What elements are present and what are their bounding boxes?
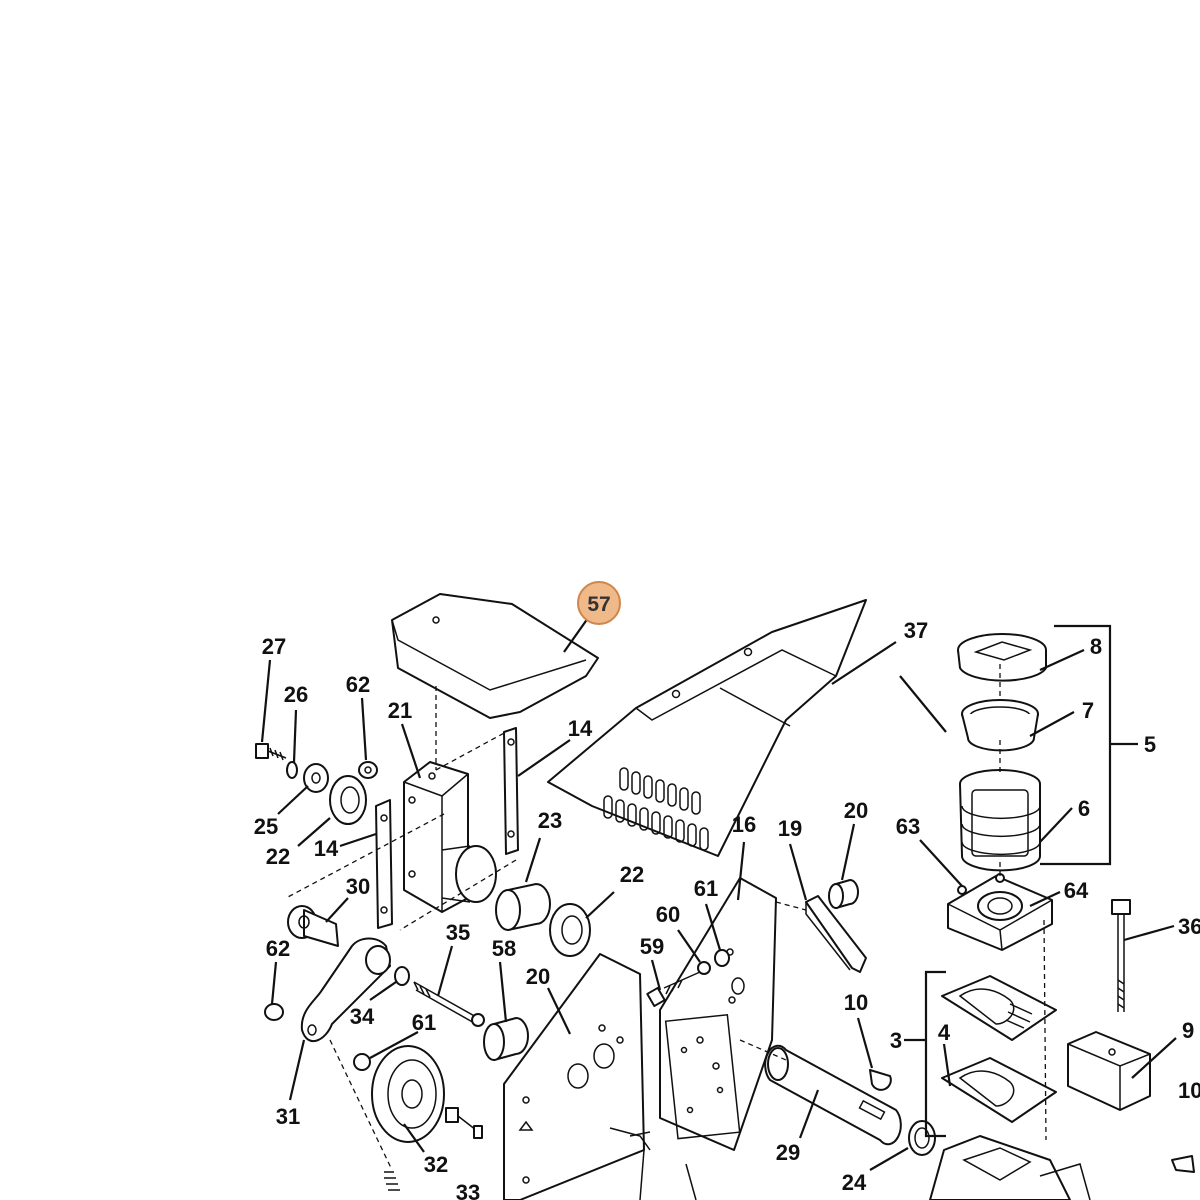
- part-shaft-35: [413, 981, 485, 1027]
- callout-29[interactable]: 29: [776, 1140, 800, 1165]
- part-cap-8: [957, 633, 1047, 682]
- callout-58[interactable]: 58: [492, 936, 516, 961]
- callout-10-left[interactable]: 10: [844, 990, 868, 1015]
- callout-8[interactable]: 8: [1090, 634, 1102, 659]
- callout-27[interactable]: 27: [262, 634, 286, 659]
- part-side-plate-left: [503, 953, 651, 1200]
- callout-57-highlight-circle: [577, 581, 621, 625]
- part-spacer-20-top: [828, 879, 859, 909]
- callout-36[interactable]: 36: [1178, 914, 1200, 939]
- part-housing-6: [959, 769, 1041, 872]
- assembly-bracket-5: [1040, 624, 1138, 866]
- part-bracket-19: [805, 895, 867, 973]
- callout-60[interactable]: 60: [656, 902, 680, 927]
- part-bolt-59: [646, 971, 701, 1008]
- callout-57-highlighted[interactable]: 57: [577, 581, 621, 625]
- part-arm-pivot-30: [287, 905, 339, 947]
- assembly-bracket-3: [904, 970, 946, 1138]
- part-gearbox-base: [929, 1135, 1091, 1200]
- part-gearbox-top-64: [947, 873, 1053, 951]
- callout-10-right[interactable]: 10: [1178, 1078, 1200, 1103]
- callout-9[interactable]: 9: [1182, 1018, 1194, 1043]
- part-gasket-lower: [941, 1057, 1057, 1123]
- callout-30[interactable]: 30: [346, 874, 370, 899]
- callout-23[interactable]: 23: [538, 808, 562, 833]
- callout-3[interactable]: 3: [890, 1028, 902, 1053]
- callout-31[interactable]: 31: [276, 1104, 300, 1129]
- callout-7[interactable]: 7: [1082, 698, 1094, 723]
- callout-21[interactable]: 21: [388, 698, 412, 723]
- callout-26[interactable]: 26: [284, 682, 308, 707]
- shield-vent-slots: [603, 767, 709, 851]
- part-bolt-36: [1111, 899, 1131, 1012]
- assembly-lines: [285, 664, 1047, 1171]
- callout-14-right[interactable]: 14: [568, 716, 593, 741]
- part-bushing-23: [495, 883, 551, 931]
- callout-61-right[interactable]: 61: [694, 876, 718, 901]
- part-washer-62-top: [358, 761, 378, 779]
- part-bolt-lower: [629, 1131, 697, 1200]
- callout-19[interactable]: 19: [778, 816, 802, 841]
- callout-64[interactable]: 64: [1064, 878, 1089, 903]
- callout-14-left[interactable]: 14: [314, 836, 339, 861]
- part-spacer-bar-left: [375, 799, 393, 929]
- part-bearing-22-left: [329, 775, 367, 825]
- part-shaft-29: [764, 1044, 902, 1146]
- callout-22-right[interactable]: 22: [620, 862, 644, 887]
- callout-34[interactable]: 34: [350, 1004, 375, 1029]
- part-nut-60: [697, 961, 711, 975]
- part-washer-61: [714, 949, 730, 967]
- part-key-10-right: [1171, 1155, 1195, 1173]
- part-bolt-27: [255, 743, 287, 761]
- callout-numbers: 27 26 62 21 14 25 22 14 23 30 62 34 35 5…: [254, 618, 1200, 1200]
- callout-22-left[interactable]: 22: [266, 844, 290, 869]
- callout-61-left[interactable]: 61: [412, 1010, 436, 1035]
- part-pulley-32: [353, 1045, 445, 1143]
- part-washer-62-low: [264, 1003, 284, 1021]
- part-spacer-bar-right: [503, 727, 519, 855]
- part-gasket-upper: [941, 975, 1057, 1041]
- callout-63[interactable]: 63: [896, 814, 920, 839]
- callout-24[interactable]: 24: [842, 1170, 867, 1195]
- callout-57-label: 57: [587, 593, 610, 616]
- callout-62-top[interactable]: 62: [346, 672, 370, 697]
- callout-25[interactable]: 25: [254, 814, 278, 839]
- part-washer-25: [303, 763, 329, 793]
- part-cover-plate: [391, 593, 599, 719]
- part-washer-26: [286, 761, 298, 779]
- callout-32[interactable]: 32: [424, 1152, 448, 1177]
- callout-37[interactable]: 37: [904, 618, 928, 643]
- part-bearing-22-right: [549, 903, 591, 957]
- part-bearing-bracket: [403, 761, 497, 913]
- part-bushing-58: [483, 1017, 529, 1061]
- part-block-9: [1067, 1031, 1151, 1111]
- callout-16[interactable]: 16: [732, 812, 756, 837]
- part-washer-34: [394, 966, 410, 986]
- part-bolt-33: [384, 1107, 483, 1191]
- part-idler-arm-31: [300, 937, 391, 1043]
- callout-59[interactable]: 59: [640, 934, 664, 959]
- callout-33[interactable]: 33: [456, 1180, 480, 1200]
- part-collar-7: [961, 699, 1039, 752]
- callout-4[interactable]: 4: [938, 1020, 951, 1045]
- callout-20-top[interactable]: 20: [844, 798, 868, 823]
- callout-62-low[interactable]: 62: [266, 936, 290, 961]
- part-chute-shield: [547, 599, 867, 857]
- part-key-10: [869, 1069, 892, 1091]
- callout-20-low[interactable]: 20: [526, 964, 550, 989]
- callout-6[interactable]: 6: [1078, 796, 1090, 821]
- callout-5[interactable]: 5: [1144, 732, 1156, 757]
- leader-lines: [260, 617, 1177, 1171]
- callout-35[interactable]: 35: [446, 920, 470, 945]
- part-washer-24: [908, 1120, 936, 1156]
